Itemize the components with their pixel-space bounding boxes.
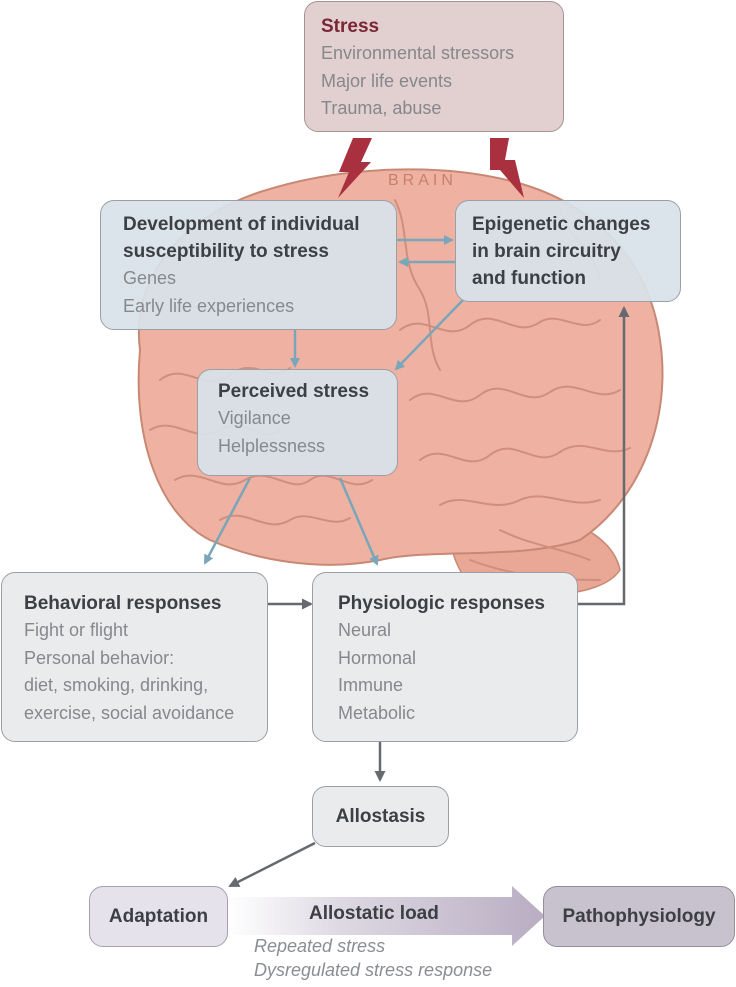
development-box: Development of individual susceptibility… (100, 200, 397, 330)
physiologic-item-metabolic: Metabolic (338, 702, 416, 723)
epigenetic-title-line-1: Epigenetic changes (472, 214, 651, 235)
stress-title: Stress (321, 16, 380, 37)
allostatic-sublabel-repeated: Repeated stress (254, 936, 386, 956)
perceived-item-helplessness: Helplessness (218, 435, 326, 456)
allostasis-to-adaptation-arrow (228, 841, 316, 888)
perceived-to-physiologic-arrow (338, 477, 379, 566)
behavioral-item-exercise: exercise, social avoidance (24, 702, 235, 723)
perceived-item-vigilance: Vigilance (218, 408, 291, 428)
perceived-stress-title: Perceived stress (218, 381, 370, 402)
stress-box: Stress Environmental stressors Major lif… (304, 1, 564, 132)
allostatic-load-label: Allostatic load (309, 903, 439, 924)
development-item-genes: Genes (123, 268, 177, 288)
brain-label: BRAIN (388, 172, 457, 189)
pathophysiology-box: Pathophysiology (543, 886, 735, 947)
allostatic-load-arrow (228, 886, 545, 946)
epigenetic-to-perceived-arrow (394, 299, 464, 371)
behavioral-title: Behavioral responses (24, 593, 222, 614)
epigenetic-box: Epigenetic changes in brain circuitry an… (455, 200, 681, 302)
allostatic-sublabel-dysregulated: Dysregulated stress response (254, 960, 493, 980)
adaptation-label: Adaptation (108, 906, 209, 927)
physiologic-title: Physiologic responses (338, 593, 545, 614)
adaptation-box: Adaptation (89, 886, 228, 947)
development-item-early-life: Early life experiences (123, 295, 295, 316)
behavioral-item-fight-flight: Fight or flight (24, 620, 129, 640)
stress-item-life-events: Major life events (321, 70, 453, 91)
stress-item-environmental: Environmental stressors (321, 43, 515, 63)
development-title-line-1: Development of individual (123, 214, 360, 235)
behavioral-item-diet: diet, smoking, drinking, (24, 675, 209, 695)
stress-lightning-right-icon (490, 138, 524, 198)
physiologic-item-neural: Neural (338, 620, 392, 640)
epigenetic-title-line-2: in brain circuitry (472, 241, 621, 262)
allostasis-label: Allostasis (335, 806, 426, 827)
physiologic-item-immune: Immune (338, 675, 404, 695)
allostasis-box: Allostasis (312, 786, 449, 847)
stress-lightning-left-icon (338, 138, 372, 198)
physiologic-responses-box: Physiologic responses Neural Hormonal Im… (312, 572, 578, 742)
physiologic-item-hormonal: Hormonal (338, 647, 417, 668)
development-title-line-2: susceptibility to stress (123, 241, 329, 262)
behavioral-item-personal: Personal behavior: (24, 647, 175, 668)
perceived-stress-box: Perceived stress Vigilance Helplessness (197, 369, 398, 476)
epigenetic-title-line-3: and function (472, 268, 586, 289)
stress-item-trauma: Trauma, abuse (321, 98, 442, 118)
perceived-to-behavioral-arrow (203, 477, 252, 565)
physiologic-to-epigenetic-arrow (578, 306, 630, 606)
pathophysiology-label: Pathophysiology (562, 906, 716, 927)
behavioral-responses-box: Behavioral responses Fight or flight Per… (1, 572, 268, 742)
